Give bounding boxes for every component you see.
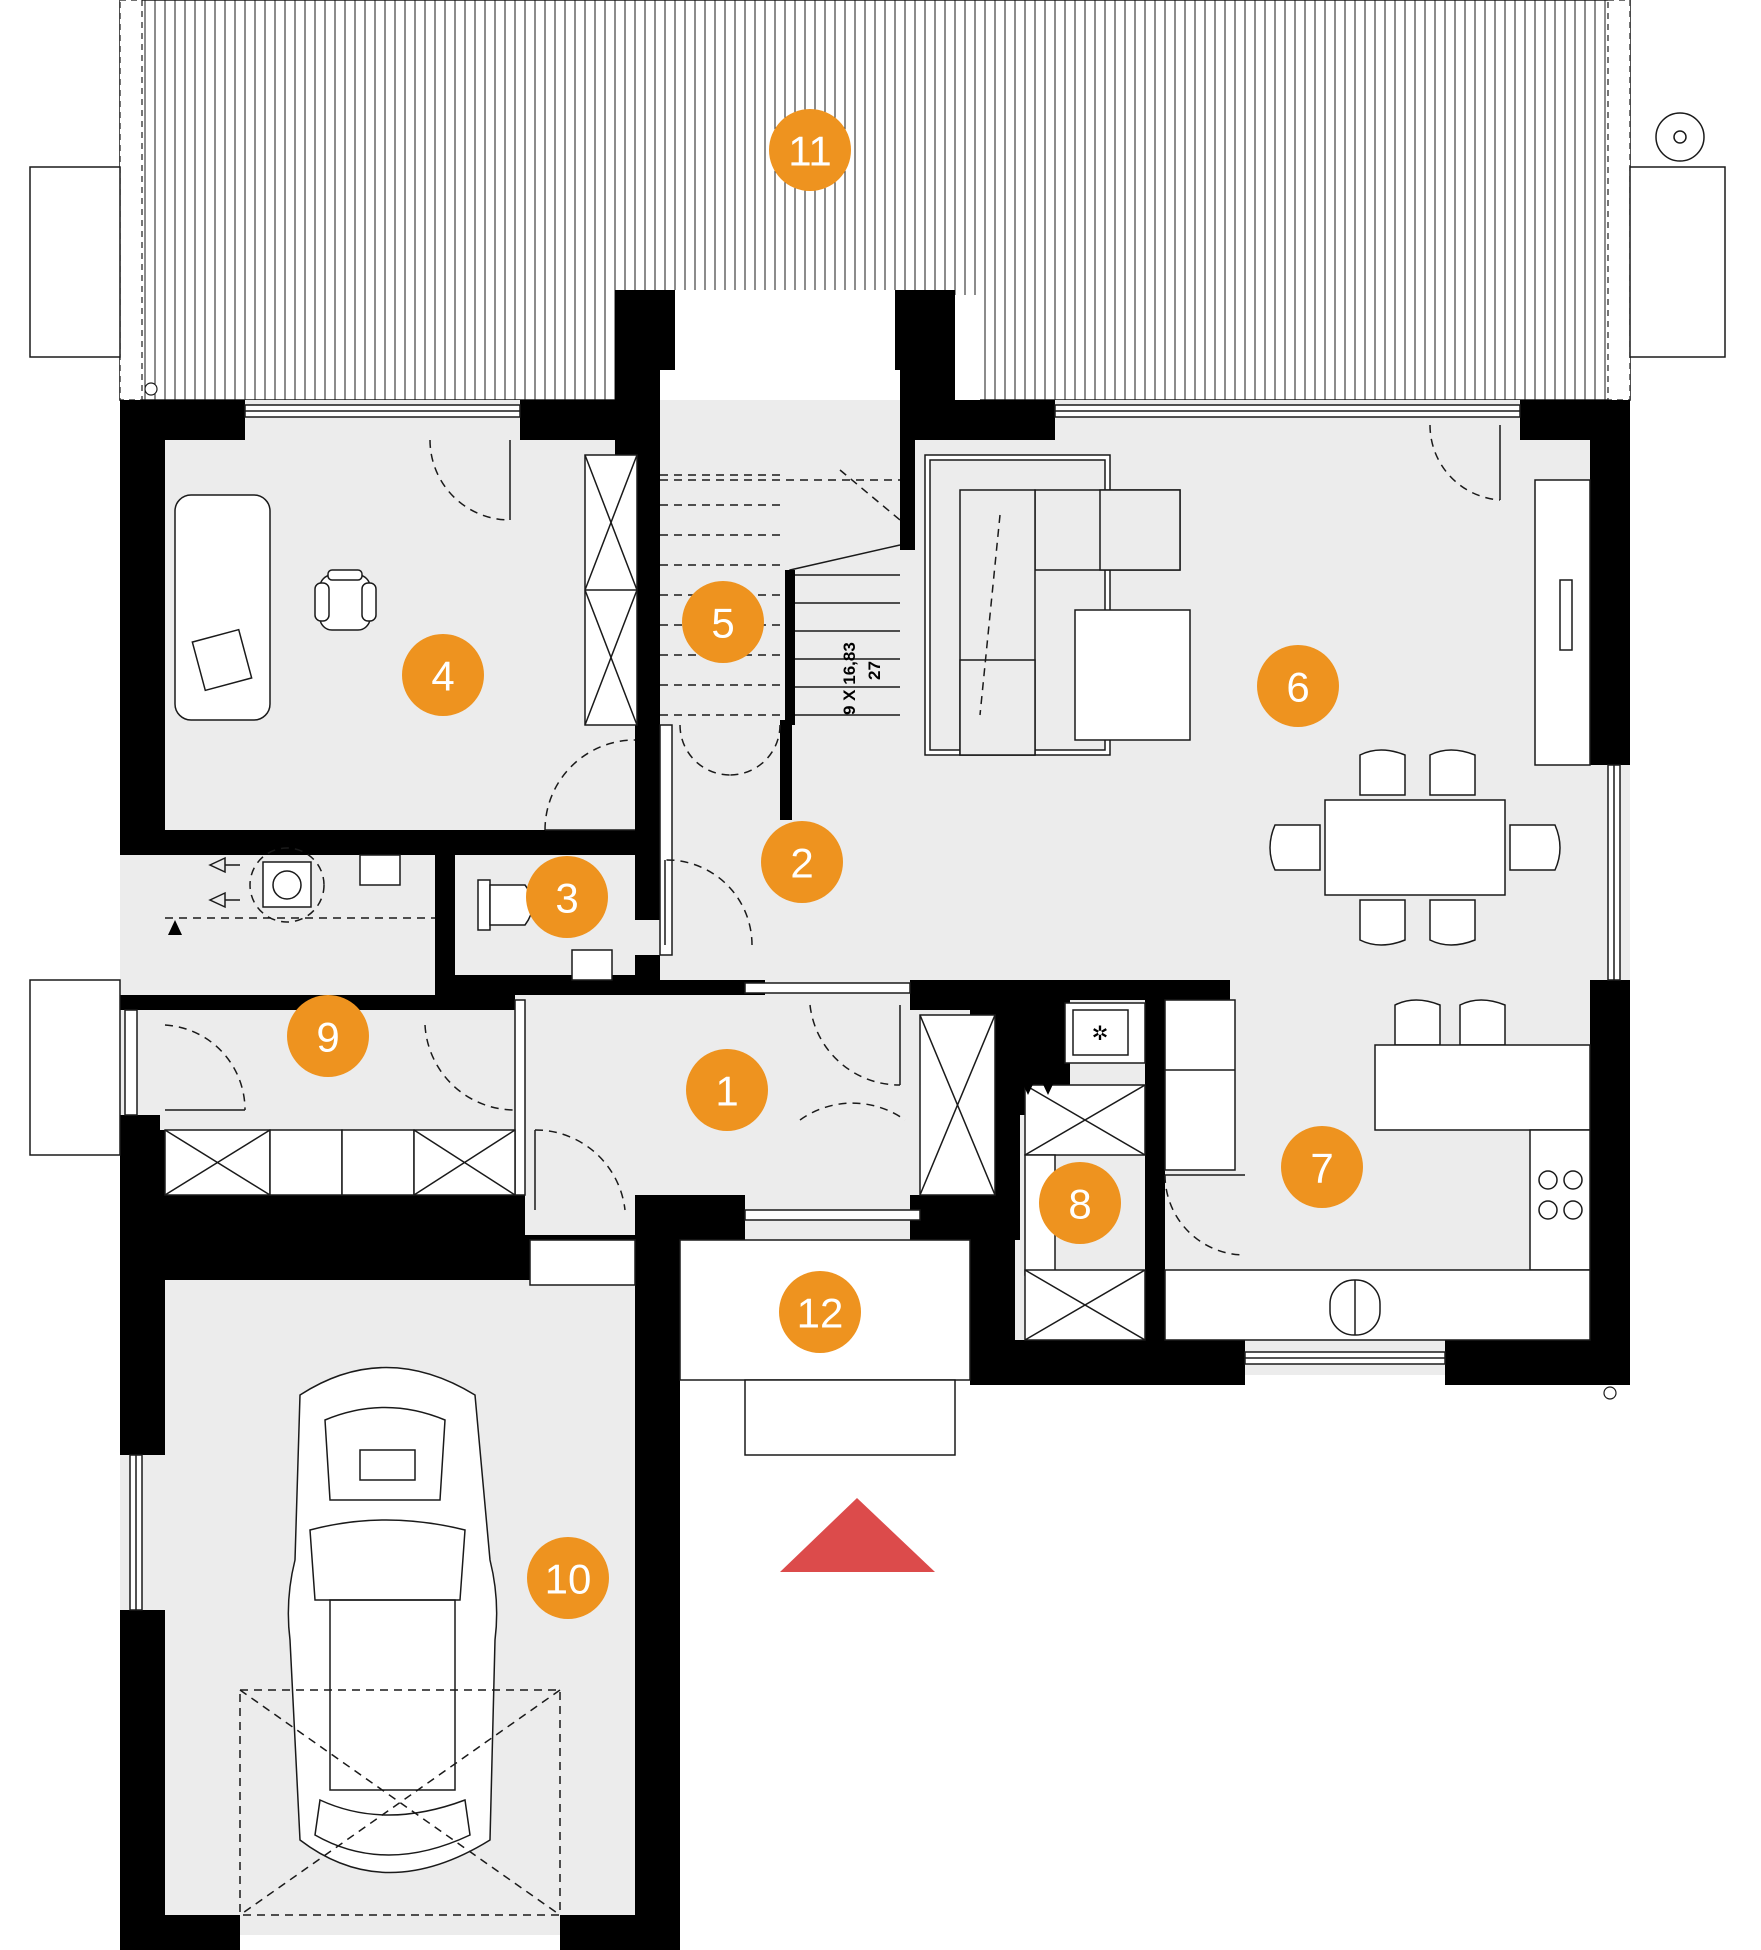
room-badge-9: 9: [287, 995, 369, 1077]
boiler-icon: ✲: [1064, 1002, 1146, 1064]
room-number-12: 12: [797, 1290, 844, 1337]
stair-depth-label: 27: [865, 661, 884, 680]
room-badges: 1 2 3 4 5 6 7 8 9 10 11 12: [287, 109, 1363, 1619]
room-badge-11: 11: [769, 109, 851, 191]
car-icon: [239, 1366, 561, 1916]
room-badge-1: 1: [686, 1049, 768, 1131]
dining-table-icon: [1269, 749, 1561, 946]
room-number-8: 8: [1068, 1181, 1091, 1228]
room-badge-5: 5: [682, 581, 764, 663]
vent-arrows: [168, 856, 1055, 1095]
entrance-arrow-icon: [780, 1498, 935, 1572]
bar-stools: [1394, 999, 1506, 1046]
svg-text:✲: ✲: [1092, 1021, 1109, 1045]
sink-icon: [1329, 1279, 1381, 1336]
room-number-5: 5: [711, 600, 734, 647]
walls: [120, 290, 1630, 1950]
room-number-9: 9: [316, 1014, 339, 1061]
boiler-icon: [249, 847, 325, 923]
staircase: 9 X 16,83 27: [660, 400, 901, 725]
room-number-3: 3: [555, 875, 578, 922]
room-badge-6: 6: [1257, 645, 1339, 727]
room-badge-12: 12: [779, 1271, 861, 1353]
toilet-icon: [477, 879, 534, 931]
room-badge-2: 2: [761, 821, 843, 903]
entry-closet: [919, 1014, 996, 1196]
wc-furniture: [477, 879, 613, 981]
entrance-steps: [679, 1239, 971, 1572]
office-chair-icon: [314, 569, 377, 631]
room-badge-7: 7: [1281, 1126, 1363, 1208]
doors: [164, 424, 1501, 1286]
laundry-furniture: [164, 847, 516, 1196]
room-badge-4: 4: [402, 634, 484, 716]
room-number-1: 1: [715, 1068, 738, 1115]
room-number-2: 2: [790, 840, 813, 887]
room-number-7: 7: [1310, 1145, 1333, 1192]
stair-count-label: 9 X 16,83: [840, 642, 859, 715]
room-badge-3: 3: [526, 856, 608, 938]
room-number-6: 6: [1286, 664, 1309, 711]
room-number-11: 11: [788, 128, 832, 175]
cooktop-icon: [1538, 1170, 1583, 1220]
room-number-4: 4: [431, 653, 454, 700]
windows: [29, 404, 1621, 1611]
office-furniture: [174, 454, 638, 726]
pantry-furniture: [1024, 1084, 1146, 1341]
living-furniture: [924, 454, 1591, 1131]
room-badge-8: 8: [1039, 1162, 1121, 1244]
kitchen-furniture: ✲: [1064, 999, 1591, 1341]
room-number-10: 10: [545, 1556, 592, 1603]
room-badge-10: 10: [527, 1537, 609, 1619]
